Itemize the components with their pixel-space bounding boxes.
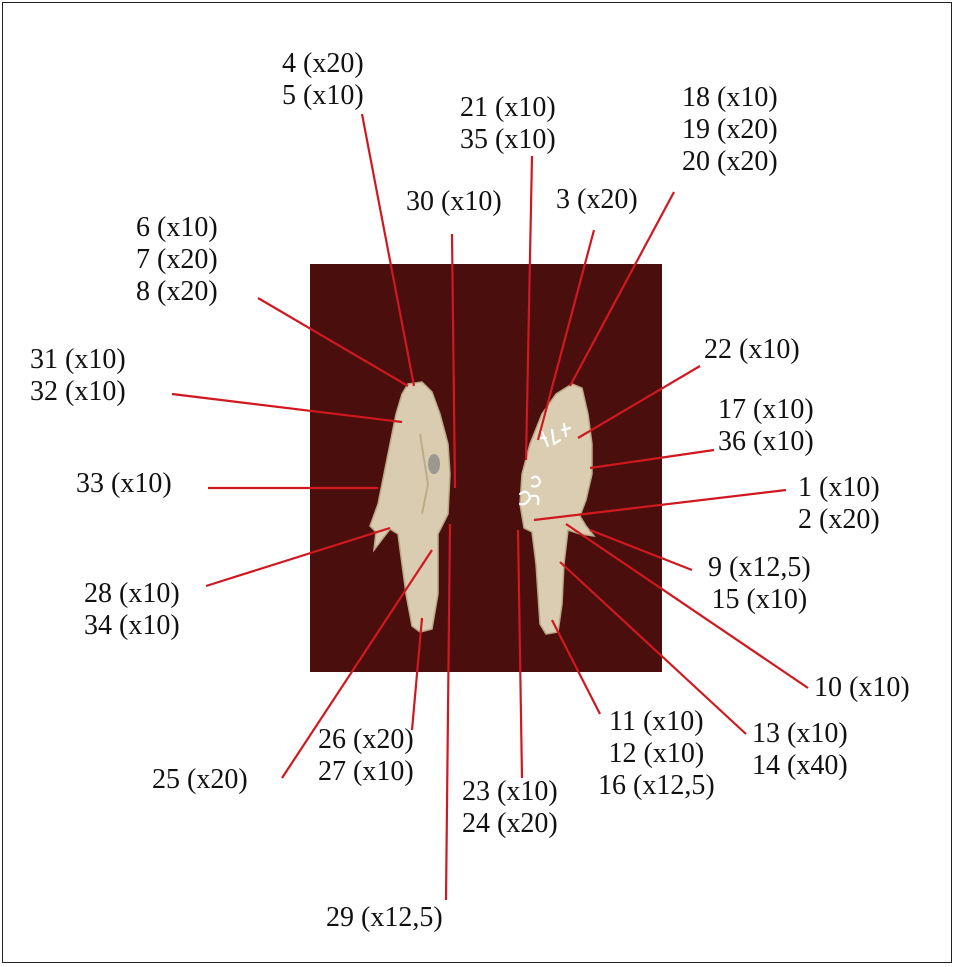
label-3: 3 (x20) <box>556 184 638 216</box>
label-13-14: 13 (x10) 14 (x40) <box>752 718 848 782</box>
label-line: 15 (x10) <box>708 584 811 616</box>
leader-4-5 <box>362 114 414 386</box>
leader-6-7-8 <box>258 298 408 386</box>
label-22: 22 (x10) <box>704 334 800 366</box>
label-line: 14 (x40) <box>752 750 848 782</box>
label-line: 13 (x10) <box>752 718 848 750</box>
label-line: 2 (x20) <box>798 504 880 536</box>
label-line: 30 (x10) <box>406 186 502 218</box>
label-line: 7 (x20) <box>136 244 218 276</box>
label-line: 5 (x10) <box>282 80 364 112</box>
label-4-5: 4 (x20) 5 (x10) <box>282 48 364 112</box>
label-11-12-16: 11 (x10) 12 (x10) 16 (x12,5) <box>598 706 715 802</box>
label-1-2: 1 (x10) 2 (x20) <box>798 472 880 536</box>
label-line: 8 (x20) <box>136 276 218 308</box>
label-line: 1 (x10) <box>798 472 880 504</box>
label-line: 23 (x10) <box>462 776 558 808</box>
label-line: 24 (x20) <box>462 808 558 840</box>
label-line: 36 (x10) <box>718 426 814 458</box>
label-line: 26 (x20) <box>318 724 414 756</box>
label-21-35: 21 (x10) 35 (x10) <box>460 92 556 156</box>
label-line: 10 (x10) <box>814 672 910 704</box>
label-line: 11 (x10) <box>598 706 715 738</box>
label-line: 9 (x12,5) <box>708 552 811 584</box>
label-31-32: 31 (x10) 32 (x10) <box>30 344 126 408</box>
label-line: 20 (x20) <box>682 146 778 178</box>
leader-3 <box>538 230 594 440</box>
label-line: 16 (x12,5) <box>598 770 715 802</box>
leader-23-24 <box>518 530 522 778</box>
label-line: 4 (x20) <box>282 48 364 80</box>
label-18-19-20: 18 (x10) 19 (x20) 20 (x20) <box>682 82 778 178</box>
label-9-15: 9 (x12,5) 15 (x10) <box>708 552 811 616</box>
label-line: 19 (x20) <box>682 114 778 146</box>
label-line: 28 (x10) <box>84 578 180 610</box>
leader-18-19-20 <box>570 192 674 386</box>
label-line: 27 (x10) <box>318 756 414 788</box>
label-line: 6 (x10) <box>136 212 218 244</box>
label-17-36: 17 (x10) 36 (x10) <box>718 394 814 458</box>
leader-11-12-16 <box>552 620 600 714</box>
leader-22 <box>578 366 700 438</box>
leader-26-27 <box>412 618 422 730</box>
label-line: 34 (x10) <box>84 610 180 642</box>
label-23-24: 23 (x10) 24 (x20) <box>462 776 558 840</box>
leader-21-35 <box>526 156 532 460</box>
leader-31-32 <box>172 394 402 422</box>
label-30: 30 (x10) <box>406 186 502 218</box>
label-line: 22 (x10) <box>704 334 800 366</box>
label-line: 21 (x10) <box>460 92 556 124</box>
label-line: 33 (x10) <box>76 468 172 500</box>
label-29: 29 (x12,5) <box>326 902 443 934</box>
label-line: 29 (x12,5) <box>326 902 443 934</box>
label-26-27: 26 (x20) 27 (x10) <box>318 724 414 788</box>
leader-1-2 <box>534 490 786 520</box>
label-33: 33 (x10) <box>76 468 172 500</box>
label-line: 17 (x10) <box>718 394 814 426</box>
leader-29 <box>446 524 450 900</box>
label-line: 32 (x10) <box>30 376 126 408</box>
label-line: 12 (x10) <box>598 738 715 770</box>
leader-28-34 <box>206 528 390 586</box>
label-line: 25 (x20) <box>152 764 248 796</box>
leader-30 <box>452 234 455 488</box>
label-line: 3 (x20) <box>556 184 638 216</box>
label-line: 18 (x10) <box>682 82 778 114</box>
leader-17-36 <box>590 450 714 468</box>
label-28-34: 28 (x10) 34 (x10) <box>84 578 180 642</box>
label-line: 31 (x10) <box>30 344 126 376</box>
label-6-7-8: 6 (x10) 7 (x20) 8 (x20) <box>136 212 218 308</box>
label-line: 35 (x10) <box>460 124 556 156</box>
label-25: 25 (x20) <box>152 764 248 796</box>
label-10: 10 (x10) <box>814 672 910 704</box>
